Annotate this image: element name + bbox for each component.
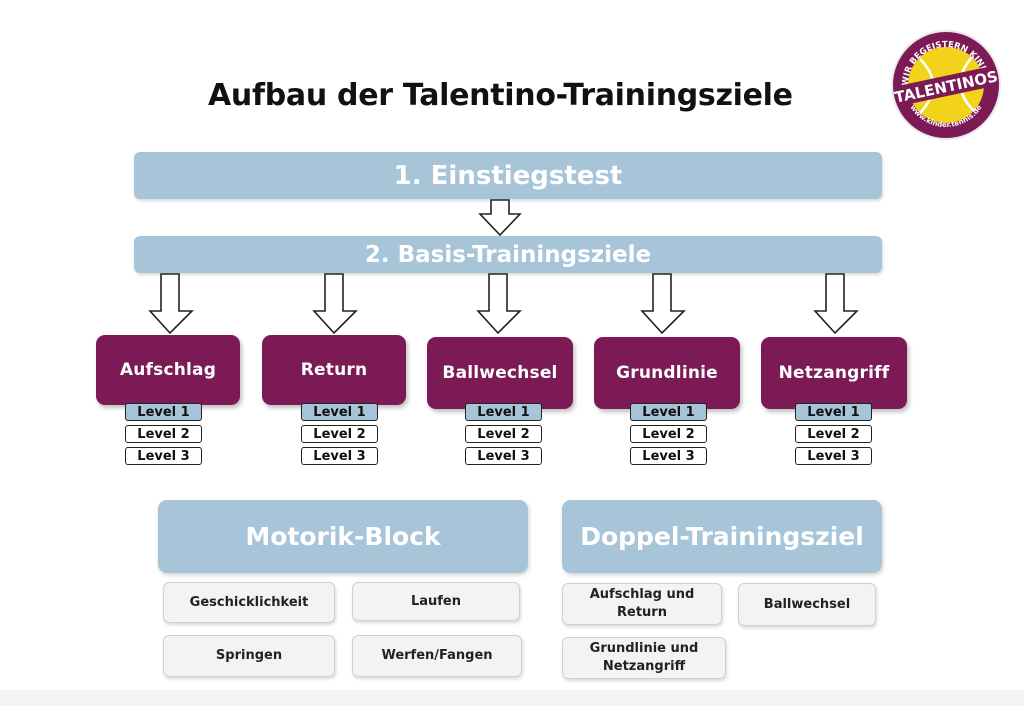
- category-ballwechsel: Ballwechsel: [427, 337, 573, 409]
- level-2-grundlinie: Level 2: [630, 425, 707, 443]
- level-3-netzangriff: Level 3: [795, 447, 872, 465]
- level-1-grundlinie: Level 1: [630, 403, 707, 421]
- level-1-return: Level 1: [301, 403, 378, 421]
- arrow-down-icon: [148, 273, 194, 335]
- category-aufschlag: Aufschlag: [96, 335, 240, 405]
- motorik-item-laufen: Laufen: [352, 582, 520, 621]
- level-1-ballwechsel: Level 1: [465, 403, 542, 421]
- arrow-down-icon: [312, 273, 358, 335]
- doppel-item-ballwechsel: Ballwechsel: [738, 583, 876, 626]
- level-3-return: Level 3: [301, 447, 378, 465]
- stage-basis-trainingsziele: 2. Basis-Trainingsziele: [134, 236, 882, 273]
- doppel-item-line: Aufschlag und: [589, 587, 695, 602]
- arrow-down-icon: [813, 273, 859, 335]
- doppel-item-line: Grundlinie und: [589, 641, 699, 656]
- motorik-item-geschicklichkeit: Geschicklichkeit: [163, 582, 335, 623]
- doppel-item-grundlinie-netzangriff: Grundlinie und Netzangriff: [562, 637, 726, 679]
- level-2-netzangriff: Level 2: [795, 425, 872, 443]
- bottom-strip: [0, 690, 1024, 706]
- page-title: Aufbau der Talentino-Trainingsziele: [208, 78, 793, 113]
- motorik-item-werfen-fangen: Werfen/Fangen: [352, 635, 522, 677]
- arrow-down-icon: [478, 199, 522, 237]
- doppel-item-line: Netzangriff: [602, 659, 686, 674]
- level-2-return: Level 2: [301, 425, 378, 443]
- motorik-block-header: Motorik-Block: [158, 500, 528, 573]
- level-2-ballwechsel: Level 2: [465, 425, 542, 443]
- stage-einstiegstest: 1. Einstiegstest: [134, 152, 882, 199]
- arrow-down-icon: [476, 273, 522, 335]
- arrow-down-icon: [640, 273, 686, 335]
- level-2-aufschlag: Level 2: [125, 425, 202, 443]
- level-1-netzangriff: Level 1: [795, 403, 872, 421]
- doppel-item-line: Return: [617, 605, 667, 620]
- doppel-item-aufschlag-return: Aufschlag und Return: [562, 583, 722, 625]
- level-3-ballwechsel: Level 3: [465, 447, 542, 465]
- doppel-block-header: Doppel-Trainingsziel: [562, 500, 882, 573]
- level-1-aufschlag: Level 1: [125, 403, 202, 421]
- category-return: Return: [262, 335, 406, 405]
- category-netzangriff: Netzangriff: [761, 337, 907, 409]
- category-grundlinie: Grundlinie: [594, 337, 740, 409]
- level-3-grundlinie: Level 3: [630, 447, 707, 465]
- level-3-aufschlag: Level 3: [125, 447, 202, 465]
- motorik-item-springen: Springen: [163, 635, 335, 677]
- talentinos-logo: WIR BEGEISTERN KINDER TALENTINOS www.kin…: [891, 30, 1001, 140]
